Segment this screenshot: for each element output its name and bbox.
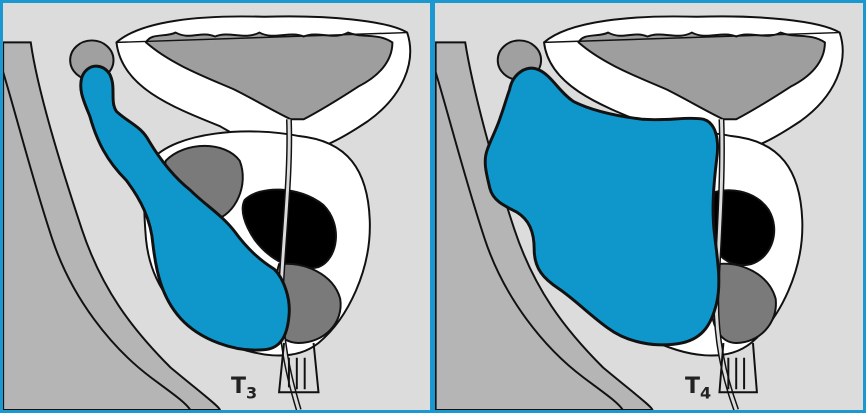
stage-label-main: T (685, 374, 700, 399)
diagram-panel-t4: T4 (433, 0, 866, 413)
stage-label-t3: T3 (231, 374, 257, 402)
diagram-panel-t3: T3 (0, 0, 433, 413)
anatomy-illustration-t3 (3, 3, 430, 410)
stage-label-sub: 3 (246, 383, 257, 402)
stage-label-sub: 4 (700, 383, 711, 402)
anatomy-illustration-t4 (435, 3, 863, 410)
stage-label-t4: T4 (685, 374, 711, 402)
stage-label-main: T (231, 374, 246, 399)
